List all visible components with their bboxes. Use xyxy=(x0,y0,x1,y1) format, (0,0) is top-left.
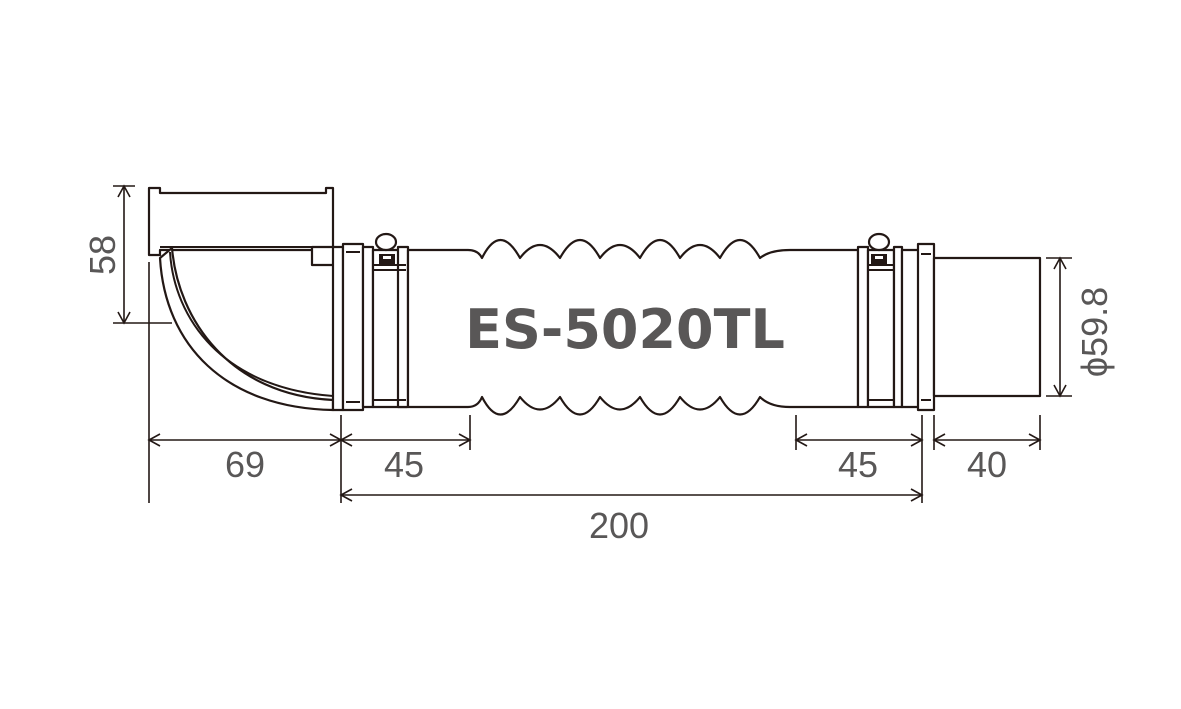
right-connector xyxy=(856,242,936,412)
dim-right-fitting: 45 xyxy=(838,444,878,485)
dim-left-fitting: 45 xyxy=(384,444,424,485)
dim-outlet-diameter: ϕ59.8 xyxy=(1074,287,1115,377)
dim-elbow-height: 58 xyxy=(82,235,123,275)
right-clamp xyxy=(867,232,891,264)
dim-total-length: 200 xyxy=(589,505,649,546)
dimension-lines xyxy=(113,184,1072,503)
left-clamp xyxy=(374,232,398,264)
dim-outlet-length: 40 xyxy=(967,444,1007,485)
outlet-pipe xyxy=(932,256,1042,398)
model-label: ES-5020TL xyxy=(465,298,785,361)
left-connector xyxy=(341,242,410,412)
dim-elbow-length: 69 xyxy=(225,444,265,485)
elbow-part xyxy=(147,186,345,412)
